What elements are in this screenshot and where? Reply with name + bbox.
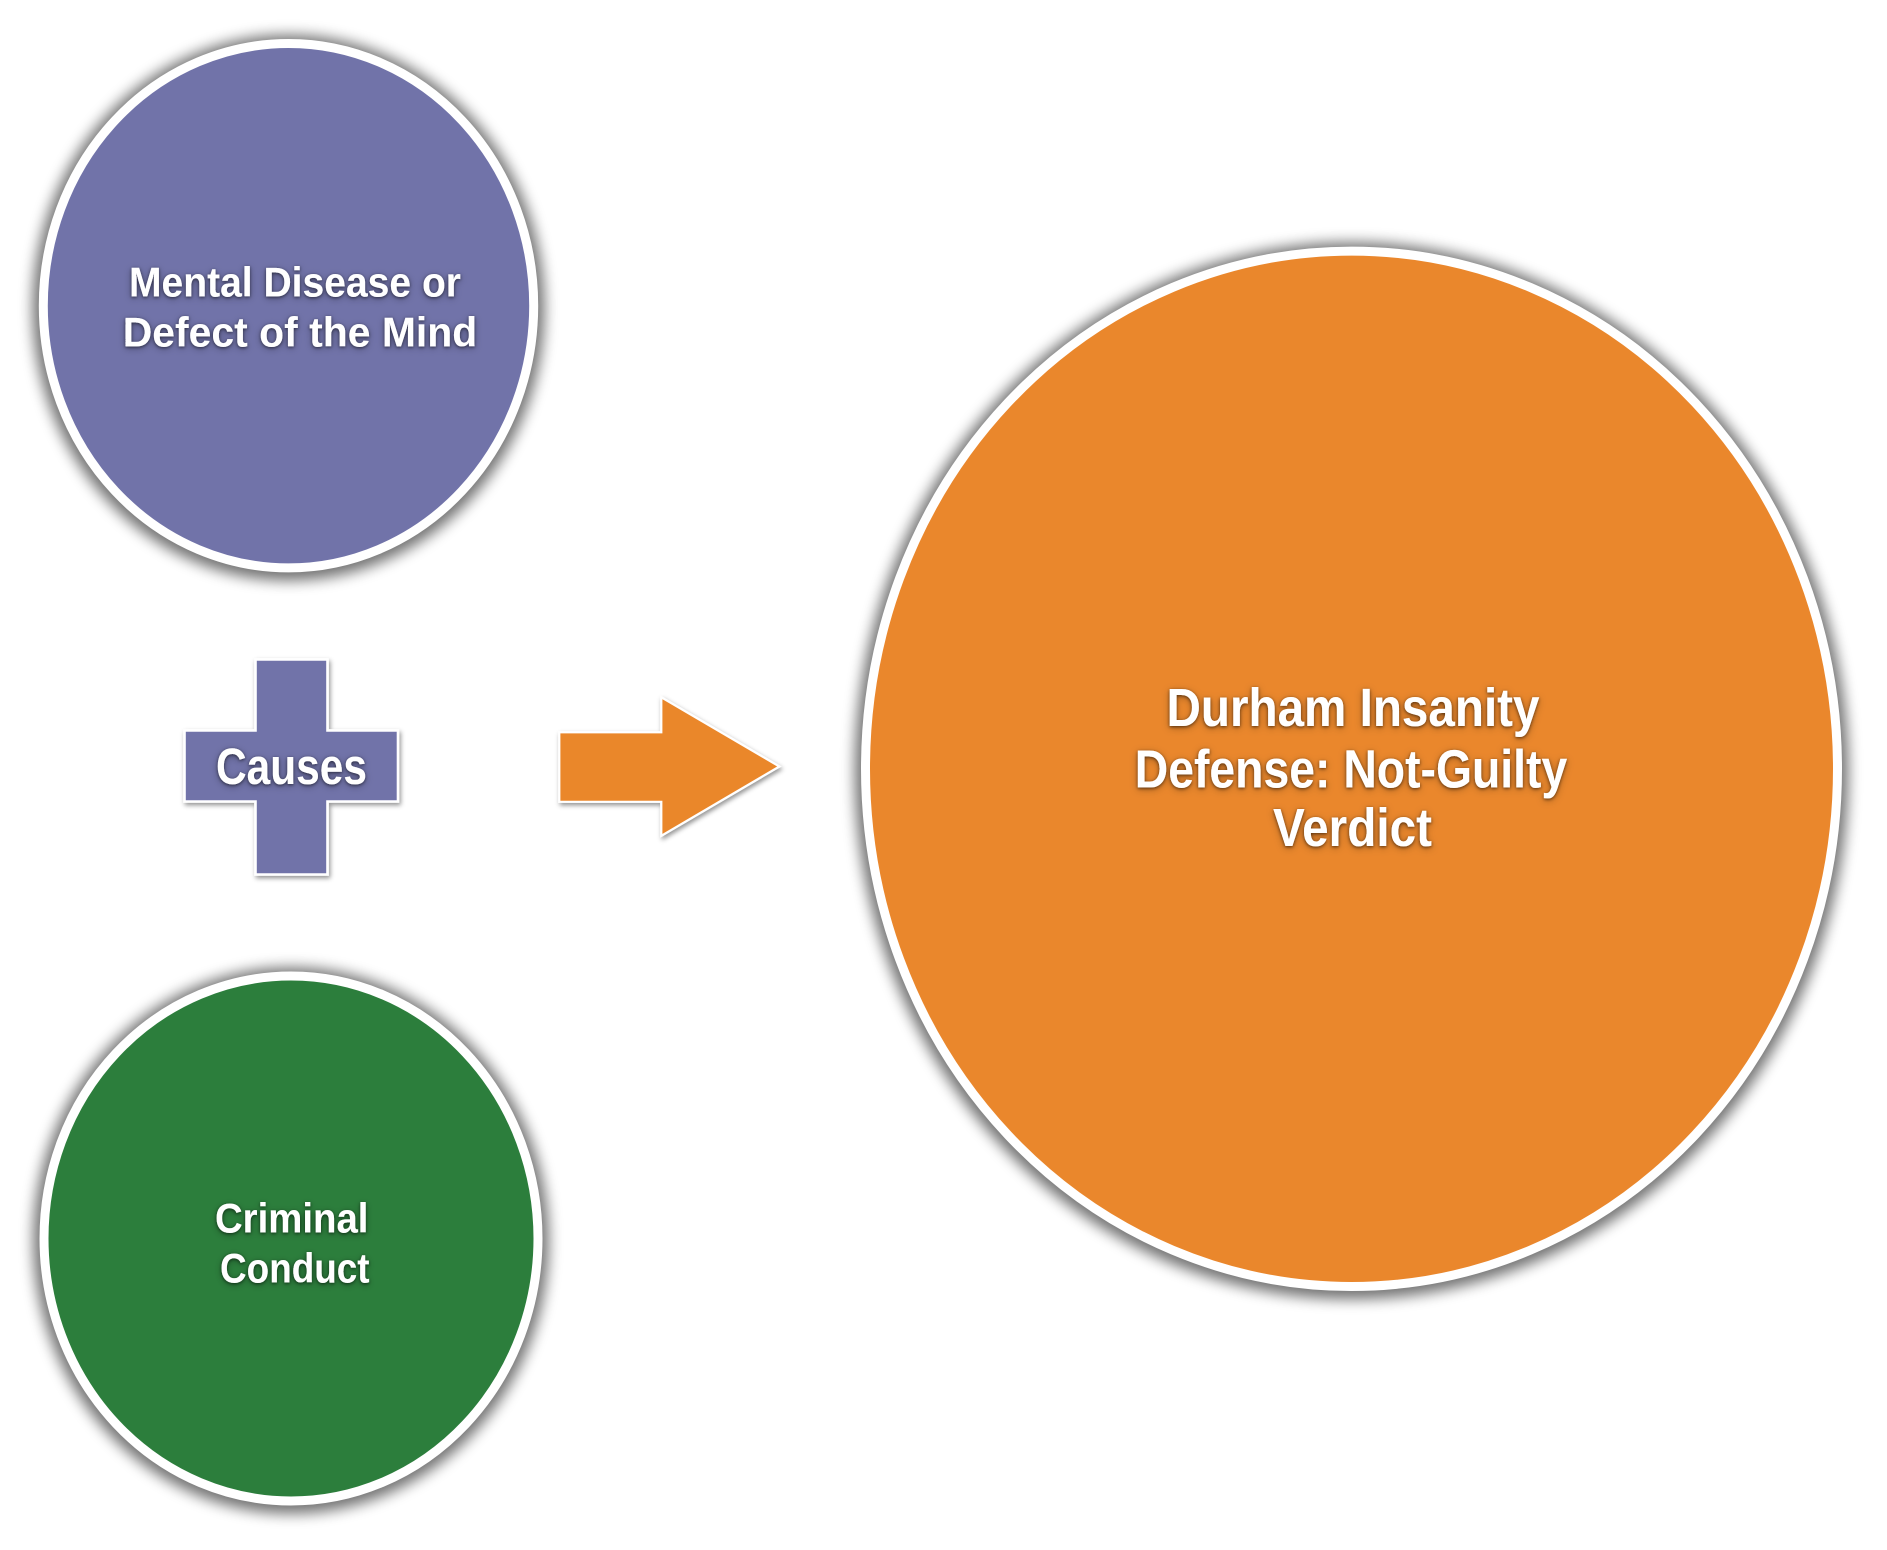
svg-text:Defect of the Mind: Defect of the Mind <box>123 308 478 355</box>
svg-text:Durham Insanity: Durham Insanity <box>1167 678 1540 738</box>
svg-text:Defense: Not-Guilty: Defense: Not-Guilty <box>1135 740 1568 800</box>
svg-text:Verdict: Verdict <box>1273 798 1432 858</box>
svg-text:Causes: Causes <box>216 738 367 795</box>
svg-text:Criminal: Criminal <box>215 1195 369 1242</box>
svg-text:Mental Disease or: Mental Disease or <box>129 259 461 306</box>
svg-text:Conduct: Conduct <box>220 1245 370 1292</box>
